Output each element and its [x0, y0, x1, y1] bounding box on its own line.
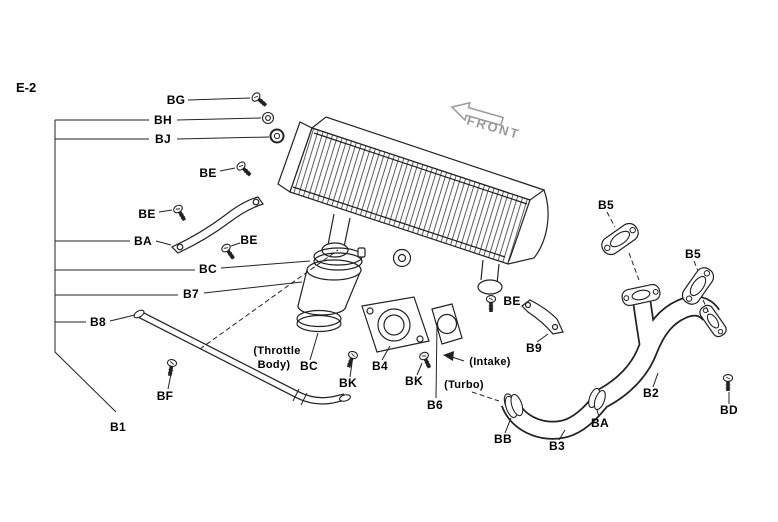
- intercooler-right-outlet: [480, 259, 500, 285]
- bolt-be-1-icon: [233, 158, 256, 181]
- washer-bh-icon: [261, 111, 275, 125]
- intake-arrow: [443, 351, 465, 362]
- intercooler-right-tank: [507, 189, 549, 265]
- label-be-1: BE: [199, 166, 217, 180]
- turbo-pipe-assembly: [501, 283, 727, 440]
- label-ba-2: BA: [591, 416, 609, 430]
- bolt-be-4-icon: [484, 293, 498, 314]
- front-arrow-glyph: [450, 101, 505, 127]
- clamp-bc-lower: [296, 309, 342, 333]
- air-duct-assembly: [361, 296, 463, 353]
- label-b9: B9: [526, 341, 542, 355]
- bracket-b9: [521, 299, 564, 335]
- label-be-4: BE: [503, 294, 521, 308]
- label-b5-1: B5: [598, 198, 614, 212]
- bolt-bd-icon: [721, 372, 735, 393]
- label-bk-2: BK: [405, 374, 423, 388]
- bolt-be-2-icon: [170, 201, 191, 225]
- bracket-ba: [170, 196, 264, 254]
- clamp-ba-right: [588, 387, 606, 411]
- label-bb: BB: [494, 432, 512, 446]
- bolt-bf-icon: [163, 357, 179, 379]
- label-bd: BD: [720, 403, 738, 417]
- label-ba-1: BA: [134, 234, 152, 248]
- label-be-3: BE: [240, 233, 258, 247]
- bolt-bg-icon: [248, 89, 271, 111]
- label-bj: BJ: [155, 132, 171, 146]
- front-arrow: FRONT: [450, 101, 522, 142]
- label-b7: B7: [183, 287, 199, 301]
- label-throttle-body-line1: (Throttle: [253, 345, 301, 357]
- label-bf: BF: [156, 389, 174, 403]
- bolt-be-3-icon: [218, 240, 240, 264]
- label-bh: BH: [154, 113, 172, 127]
- label-bc-1: BC: [199, 262, 217, 276]
- label-b5-2: B5: [685, 247, 701, 261]
- label-b4: B4: [372, 359, 388, 373]
- air-bypass-pipe-b8: [133, 309, 351, 406]
- hardware: [163, 89, 735, 393]
- label-intake: (Intake): [469, 356, 511, 368]
- figure-code: E-2: [16, 80, 37, 95]
- label-throttle-body-line2: Body): [257, 359, 291, 371]
- grommet-bj-icon: [269, 128, 285, 144]
- label-b6: B6: [427, 398, 443, 412]
- gasket-b5-1: [597, 219, 643, 259]
- throttle-hose-assembly: [296, 247, 366, 333]
- label-bk-1: BK: [339, 376, 357, 390]
- ypipe-right-flange: [699, 304, 727, 338]
- label-b8: B8: [90, 315, 106, 329]
- label-be-2: BE: [138, 207, 156, 221]
- label-bg: BG: [166, 93, 186, 107]
- ypipe-top-flange: [621, 283, 661, 307]
- clamp-bb: [504, 393, 524, 419]
- intercooler: [277, 116, 549, 295]
- leader-lines: [54, 97, 730, 441]
- duct-gasket-b6: [431, 303, 463, 345]
- label-turbo: (Turbo): [444, 379, 484, 391]
- clamp-bc-upper: [313, 247, 366, 271]
- throttle-flange-b4: [361, 296, 430, 353]
- label-bc-2: BC: [300, 359, 318, 373]
- label-b1: B1: [110, 420, 126, 434]
- group-spine: [54, 120, 117, 413]
- label-b2: B2: [643, 386, 659, 400]
- reference-dashed-lines: [199, 211, 710, 402]
- label-b3: B3: [549, 439, 565, 453]
